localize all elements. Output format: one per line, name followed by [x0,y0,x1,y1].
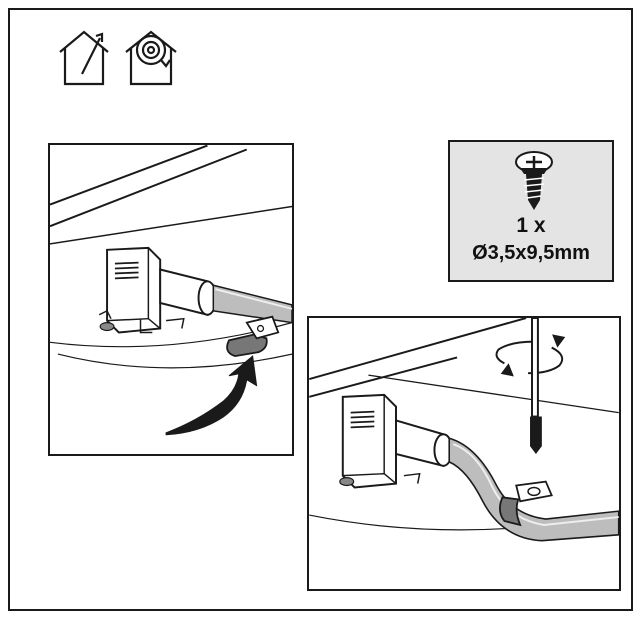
step-panel-insert-clamp [48,143,294,456]
clamp-fix-illustration [309,318,619,542]
ducted-mode-icon [59,30,109,86]
cable [159,268,292,324]
step-panel-fix-clamp [307,316,621,591]
terminal-block [98,246,185,334]
rotate-arrow-icon [495,334,566,377]
cable-clamp-icon [499,480,553,527]
screwdriver-icon [530,318,542,454]
screw-spec-box: 1 x Ø3,5x9,5mm [448,140,614,282]
screw-size: Ø3,5x9,5mm [472,242,590,264]
screw-icon [515,151,553,210]
recirculation-mode-icon [125,30,177,86]
instruction-frame [8,8,633,611]
cable-clamp-icon [226,315,280,357]
clamp-insert-illustration [50,145,292,436]
insert-arrow-icon [165,355,258,436]
screw-quantity: 1 x [516,214,546,237]
cable [395,419,619,542]
terminal-block [339,393,421,489]
mode-icons [59,30,177,86]
